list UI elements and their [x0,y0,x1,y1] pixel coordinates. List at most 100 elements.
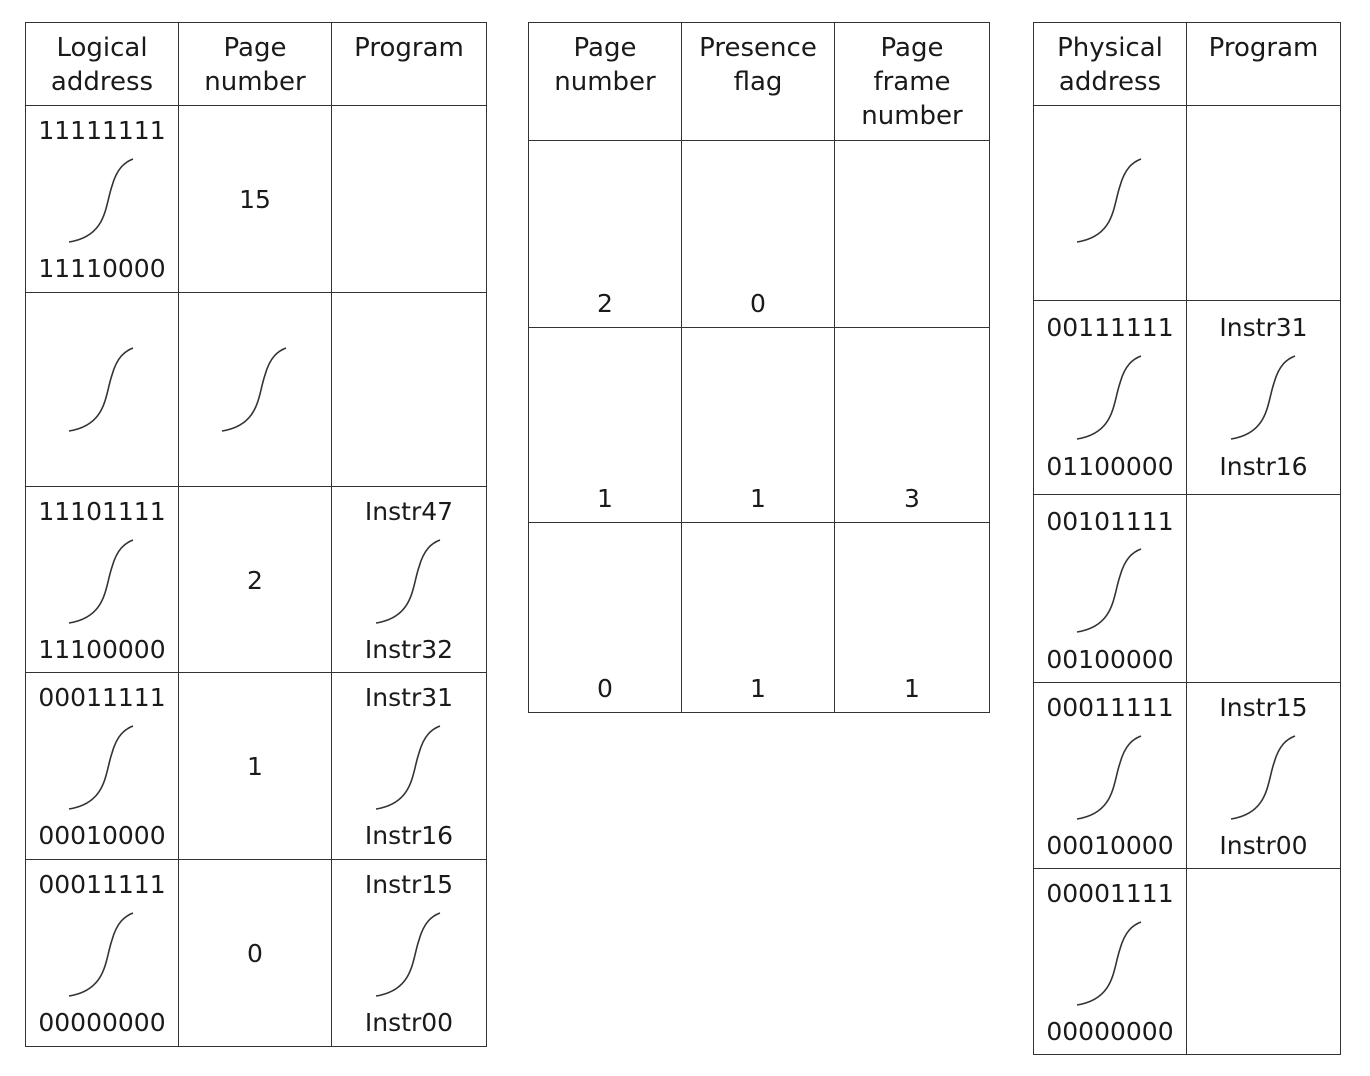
page-number-cell: 0 [178,859,332,1047]
program-top: Instr15 [1219,693,1308,722]
logical-addr-cell: 00011111 00010000 [25,672,179,860]
page-number: 0 [597,674,613,703]
range-curve-icon [1076,548,1142,633]
header-physical-address: Physical address [1033,22,1187,106]
addr-top: 00101111 [1046,507,1174,536]
page-number: 2 [247,566,263,595]
header-line: Page [223,33,287,63]
header-line: address [50,67,154,97]
range-curve-icon [68,725,134,810]
program-bottom: Instr16 [364,821,454,850]
addr-bottom: 00000000 [38,1008,166,1037]
range-curve-icon [375,725,441,810]
header-line: address [1058,67,1162,97]
page-number-cell: 0 [528,522,682,713]
physical-addr-cell: 00111111 01100000 [1033,300,1187,495]
range-curve-icon [221,347,287,432]
page-number: 2 [597,289,613,318]
frame-number-cell: 3 [834,327,990,523]
range-curve-icon [375,539,441,624]
program-bottom: Instr00 [364,1008,454,1037]
program-cell [1186,868,1341,1055]
presence-flag-cell: 1 [681,522,835,713]
program-top: Instr31 [364,683,454,712]
addr-top: 00011111 [1046,693,1174,722]
logical-address-table: Logical address Page number Program 1111… [25,22,487,1047]
presence-flag: 1 [750,484,766,513]
addr-bottom: 00000000 [1046,1017,1174,1046]
page-number: 1 [597,484,613,513]
program-bottom: Instr16 [1219,452,1308,481]
header-logical-address: Logical address [25,22,179,106]
frame-number: 3 [904,484,920,513]
header-line: Physical [1057,33,1163,63]
frame-number-cell [834,140,990,328]
presence-flag: 1 [750,674,766,703]
presence-flag-cell: 1 [681,327,835,523]
header-presence-flag: Presence flag [681,22,835,141]
addr-bottom: 01100000 [1046,452,1174,481]
program-cell: Instr31 Instr16 [331,672,487,860]
presence-flag: 0 [750,289,766,318]
page-number-cell: 15 [178,105,332,293]
physical-addr-cell: 00101111 00100000 [1033,494,1187,683]
header-page-number: Page number [178,22,332,106]
range-curve-icon [68,912,134,997]
header-line: Program [354,33,464,63]
header-line: flag [733,67,783,97]
header-line: Page [573,33,637,63]
presence-flag-cell: 0 [681,140,835,328]
addr-top: 11101111 [38,497,166,526]
header-line: Logical [56,33,148,63]
header-line: number [554,67,656,97]
logical-addr-cell: 11111111 11110000 [25,105,179,293]
physical-addr-cell: 00011111 00010000 [1033,682,1187,869]
page-number: 0 [247,939,263,968]
addr-top: 00011111 [38,870,166,899]
addr-bottom: 00010000 [38,821,166,850]
header-page-frame-number: Page frame number [834,22,990,141]
header-program: Program [1186,22,1341,106]
range-curve-icon [1076,735,1142,820]
physical-addr-cell [1033,105,1187,301]
page-number: 15 [239,185,271,214]
addr-top: 11111111 [38,116,166,145]
program-cell: Instr47 Instr32 [331,486,487,673]
physical-addr-cell: 00001111 00000000 [1033,868,1187,1055]
frame-number-cell: 1 [834,522,990,713]
program-cell: Instr15 Instr00 [331,859,487,1047]
addr-top: 00111111 [1046,313,1174,342]
program-bottom: Instr32 [364,635,454,664]
page-number-cell: 2 [178,486,332,673]
range-curve-icon [68,539,134,624]
page-number: 1 [247,752,263,781]
addr-top: 00001111 [1046,879,1174,908]
physical-address-table: Physical address Program 00111111 011000… [1033,22,1341,1055]
logical-addr-cell: 11101111 11100000 [25,486,179,673]
header-line: number [861,101,963,131]
program-cell [1186,105,1341,301]
logical-addr-cell: 00011111 00000000 [25,859,179,1047]
page-table: Page number Presence flag Page frame num… [528,22,990,713]
header-program: Program [331,22,487,106]
header-line: number [204,67,306,97]
page-number-cell [178,292,332,487]
range-curve-icon [68,347,134,432]
program-cell: Instr31 Instr16 [1186,300,1341,495]
header-line: Program [1208,33,1319,63]
addr-bottom: 11100000 [38,635,166,664]
range-curve-icon [1076,355,1142,440]
program-top: Instr15 [364,870,454,899]
page-number-cell: 2 [528,140,682,328]
page-number-cell: 1 [178,672,332,860]
program-cell [331,105,487,293]
program-bottom: Instr00 [1219,831,1308,860]
header-line: Page [880,33,944,63]
program-cell [331,292,487,487]
frame-number: 1 [904,674,920,703]
addr-bottom: 00100000 [1046,645,1174,674]
program-cell: Instr15 Instr00 [1186,682,1341,869]
range-curve-icon [1230,735,1295,820]
range-curve-icon [1076,158,1142,243]
program-top: Instr47 [364,497,454,526]
